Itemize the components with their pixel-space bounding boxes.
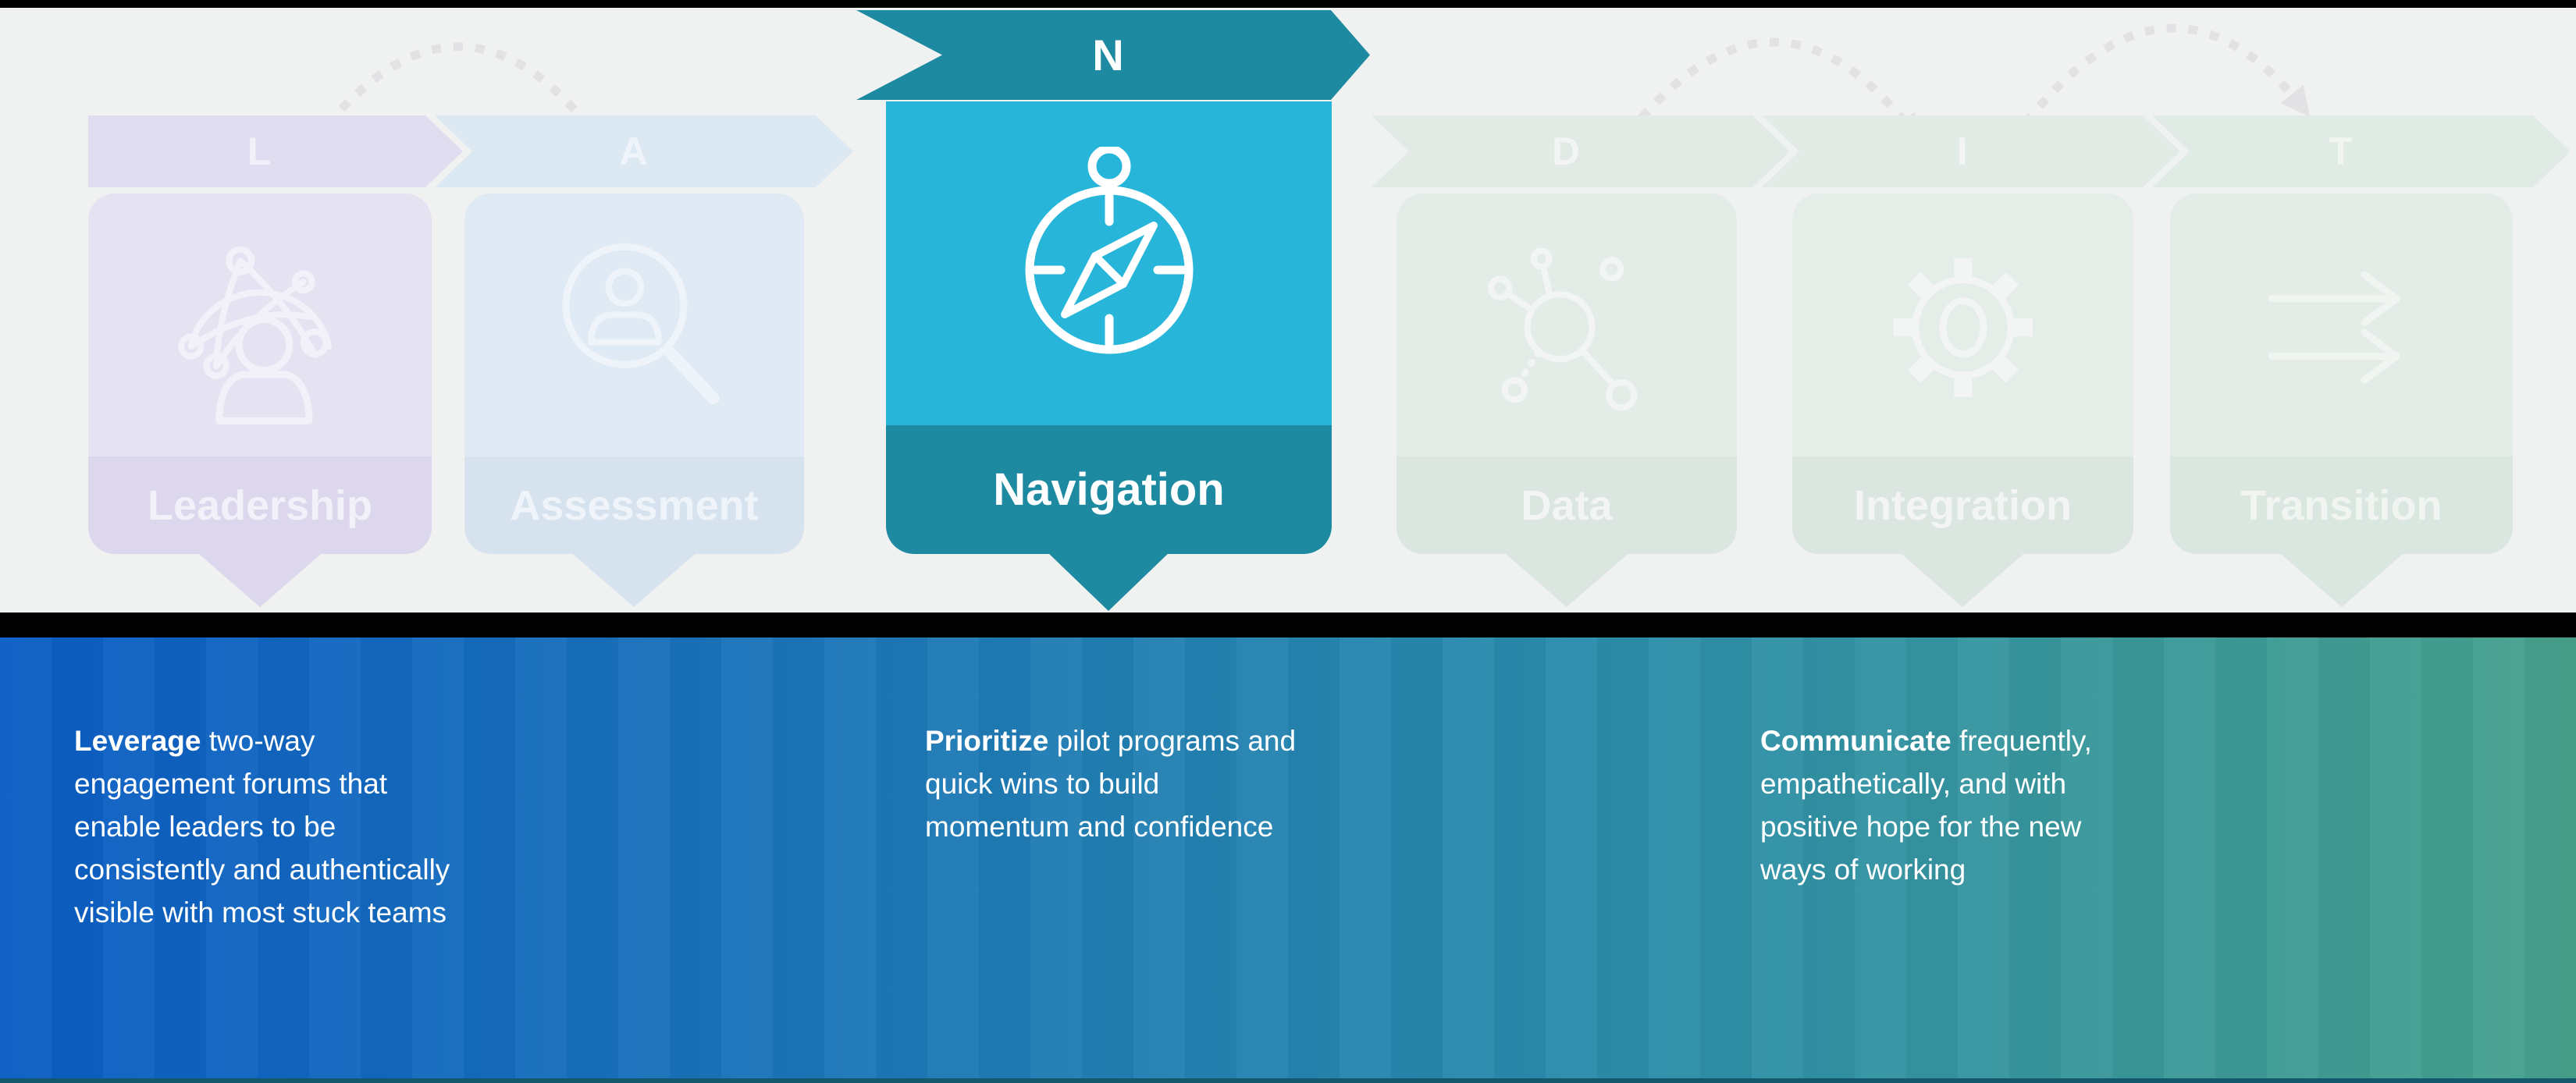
band-stripes: [0, 637, 2576, 1078]
card-pointer: [1046, 551, 1171, 611]
step-icon-area: [88, 194, 432, 456]
note-lead-word: Leverage: [74, 725, 201, 757]
hub-network-icon: [1487, 247, 1638, 410]
chevron-banner: T: [2152, 115, 2571, 187]
card-pointer: [568, 549, 700, 607]
network-people-icon: [178, 246, 333, 424]
compass-icon: [1025, 146, 1193, 353]
card-pointer: [2275, 549, 2408, 607]
step-label: Leadership: [147, 481, 373, 529]
double-arrow-icon: [2268, 271, 2400, 384]
note-leverage: Leverage two-way engagement forums that …: [74, 719, 558, 934]
card-pointer: [194, 549, 326, 607]
step-card: Assessment: [464, 194, 804, 554]
note-body: two-way engagement forums that enable le…: [74, 725, 450, 929]
chevron-banner: I: [1762, 115, 2180, 187]
step-label-bar: Integration: [1792, 456, 2133, 554]
step-label-bar: Assessment: [464, 456, 804, 554]
step-label: Assessment: [510, 481, 759, 529]
arc-data-to-integration-icon: [1610, 37, 1922, 155]
step-icon-area: [1792, 194, 2133, 456]
note-prioritize: Prioritize pilot programs and quick wins…: [925, 719, 1409, 848]
step-card: Data: [1397, 194, 1737, 554]
chevron-banner: A: [435, 115, 853, 187]
step-card: Transition: [2170, 194, 2513, 554]
step-icon-area: [2170, 194, 2513, 456]
step-label: Integration: [1854, 481, 2072, 529]
gear-icon: [1893, 257, 2033, 397]
person-magnifier-icon: [561, 243, 719, 404]
step-label-bar: Navigation: [886, 425, 1332, 554]
bottom-strip: [0, 1078, 2576, 1083]
flow-arcs: [297, 23, 2311, 163]
step-label-bar: Transition: [2170, 456, 2513, 554]
chevron-banner: L: [88, 115, 463, 187]
top-bar: [0, 0, 2576, 8]
step-icon-area: [1397, 194, 1737, 456]
step-letter: A: [619, 130, 649, 173]
step-label: Data: [1521, 481, 1613, 529]
step-label-bar: Leadership: [88, 456, 432, 554]
step-card: Integration: [1792, 194, 2133, 554]
step-icon-area: [464, 194, 804, 456]
step-card: Navigation: [886, 101, 1332, 554]
note-body: pilot programs and quick wins to build m…: [925, 725, 1297, 843]
card-pointer: [1500, 549, 1633, 607]
note-body: frequently, empathetically, and with pos…: [1760, 725, 2092, 886]
note-communicate: Communicate frequently, empathetically, …: [1760, 719, 2244, 891]
step-letter: T: [2329, 130, 2354, 173]
step-label: Transition: [2240, 481, 2443, 529]
notes-band: Leverage two-way engagement forums that …: [0, 637, 2576, 1078]
step-icon-area: [886, 101, 1332, 425]
step-label: Navigation: [993, 464, 1225, 515]
step-letter: I: [1956, 130, 1969, 173]
step-card: Leadership: [88, 194, 432, 554]
step-label-bar: Data: [1397, 456, 1737, 554]
note-lead-word: Prioritize: [925, 725, 1049, 757]
chevron-banner: D: [1372, 115, 1790, 187]
arc-leadership-to-assessment-icon: [297, 42, 610, 163]
step-letter: N: [1092, 30, 1126, 80]
step-letter: D: [1551, 130, 1582, 173]
step-letter: L: [247, 130, 273, 173]
separator-bar: [0, 613, 2576, 637]
note-lead-word: Communicate: [1760, 725, 1952, 757]
card-pointer: [1896, 549, 2029, 607]
